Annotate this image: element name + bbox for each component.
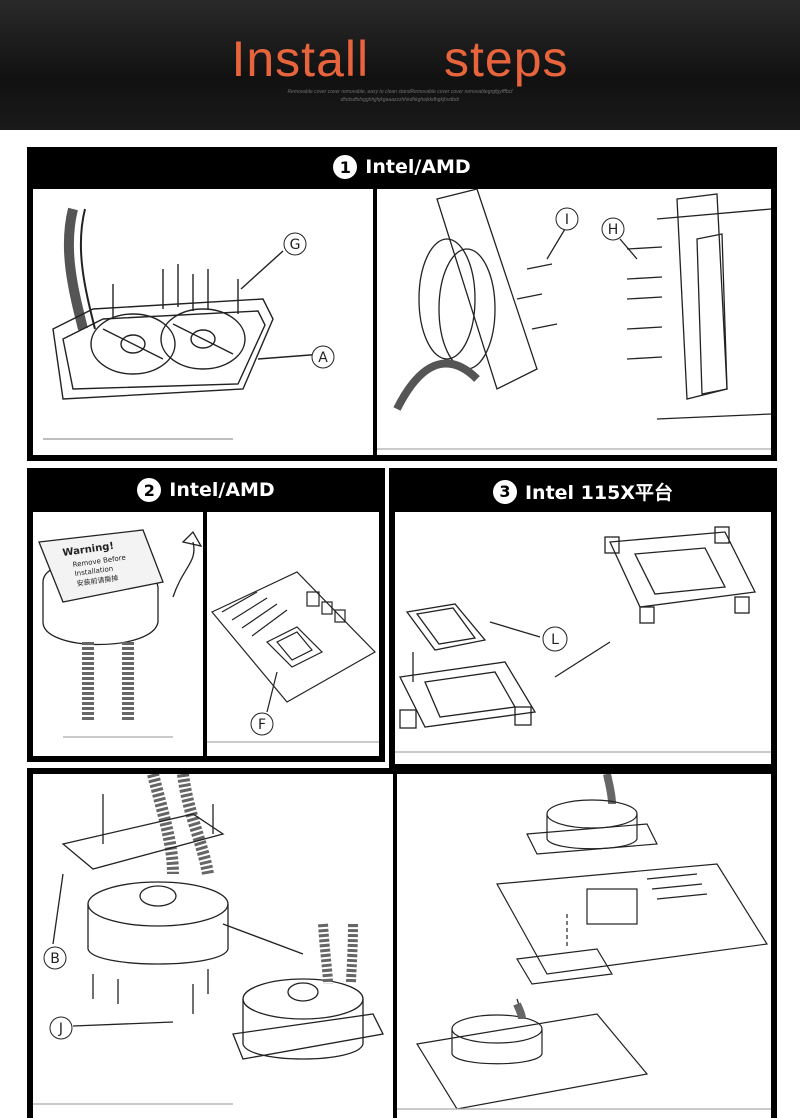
callout-b: B (50, 951, 60, 967)
pump-warning-illustration: Warning! Remove Before Installation 安装前请… (38, 529, 203, 738)
section-3-panel: L (395, 512, 771, 764)
section-3-frame: 3 Intel 115X平台 (389, 468, 777, 770)
header-subtitle: Removable cover cover removable, easy to… (0, 88, 800, 104)
section-1-frame: 1 Intel/AMD (27, 147, 777, 461)
section-2-header: 2 Intel/AMD (27, 478, 385, 502)
bottom-left-panel: B J (33, 774, 393, 1118)
callout-h: H (608, 222, 619, 238)
header-subtitle-line2: dfsdsdfsfsgghhjjhjkgaaazzzhhkdhkghejkkdh… (340, 97, 460, 103)
section-1-title: Intel/AMD (365, 156, 471, 178)
bracket-assembly-illustration: L (395, 526, 771, 753)
section-2-number: 2 (137, 478, 162, 502)
section-2-right-panel: F (207, 512, 379, 756)
callout-g: G (290, 237, 301, 253)
callout-j: J (58, 1021, 63, 1037)
section-2-title: Intel/AMD (169, 479, 275, 501)
section-2-left-panel: Warning! Remove Before Installation 安装前请… (33, 512, 203, 756)
section-3-number: 3 (492, 479, 517, 504)
header-title: Install steps (231, 31, 569, 87)
section-1-right-panel: I H (377, 189, 771, 455)
callout-i: I (565, 212, 569, 228)
callout-l: L (551, 632, 559, 648)
callout-a: A (318, 350, 328, 366)
section-2-frame: 2 Intel/AMD Warning! Remove Before Insta… (27, 468, 385, 762)
bottom-right-panel (397, 774, 771, 1118)
section-1-left-panel: G A (33, 189, 373, 455)
callout-f: F (258, 717, 266, 733)
radiator-fans-illustration: G A (43, 207, 335, 440)
section-1-header: 1 Intel/AMD (27, 155, 777, 179)
section-1-number: 1 (333, 155, 358, 179)
section-3-title: Intel 115X平台 (524, 482, 673, 504)
header-subtitle-line1: Removable cover cover removable, easy to… (287, 89, 513, 95)
section-3-header: 3 Intel 115X平台 (389, 478, 777, 505)
pump-mounting-illustration: B J (33, 774, 384, 1105)
page-header: Install steps Removable cover cover remo… (0, 0, 800, 130)
radiator-case-mount-illustration: I H (377, 189, 771, 450)
motherboard-assembly-illustration (397, 774, 771, 1110)
bottom-frame: B J (27, 768, 777, 1118)
motherboard-illustration: F (207, 571, 379, 743)
